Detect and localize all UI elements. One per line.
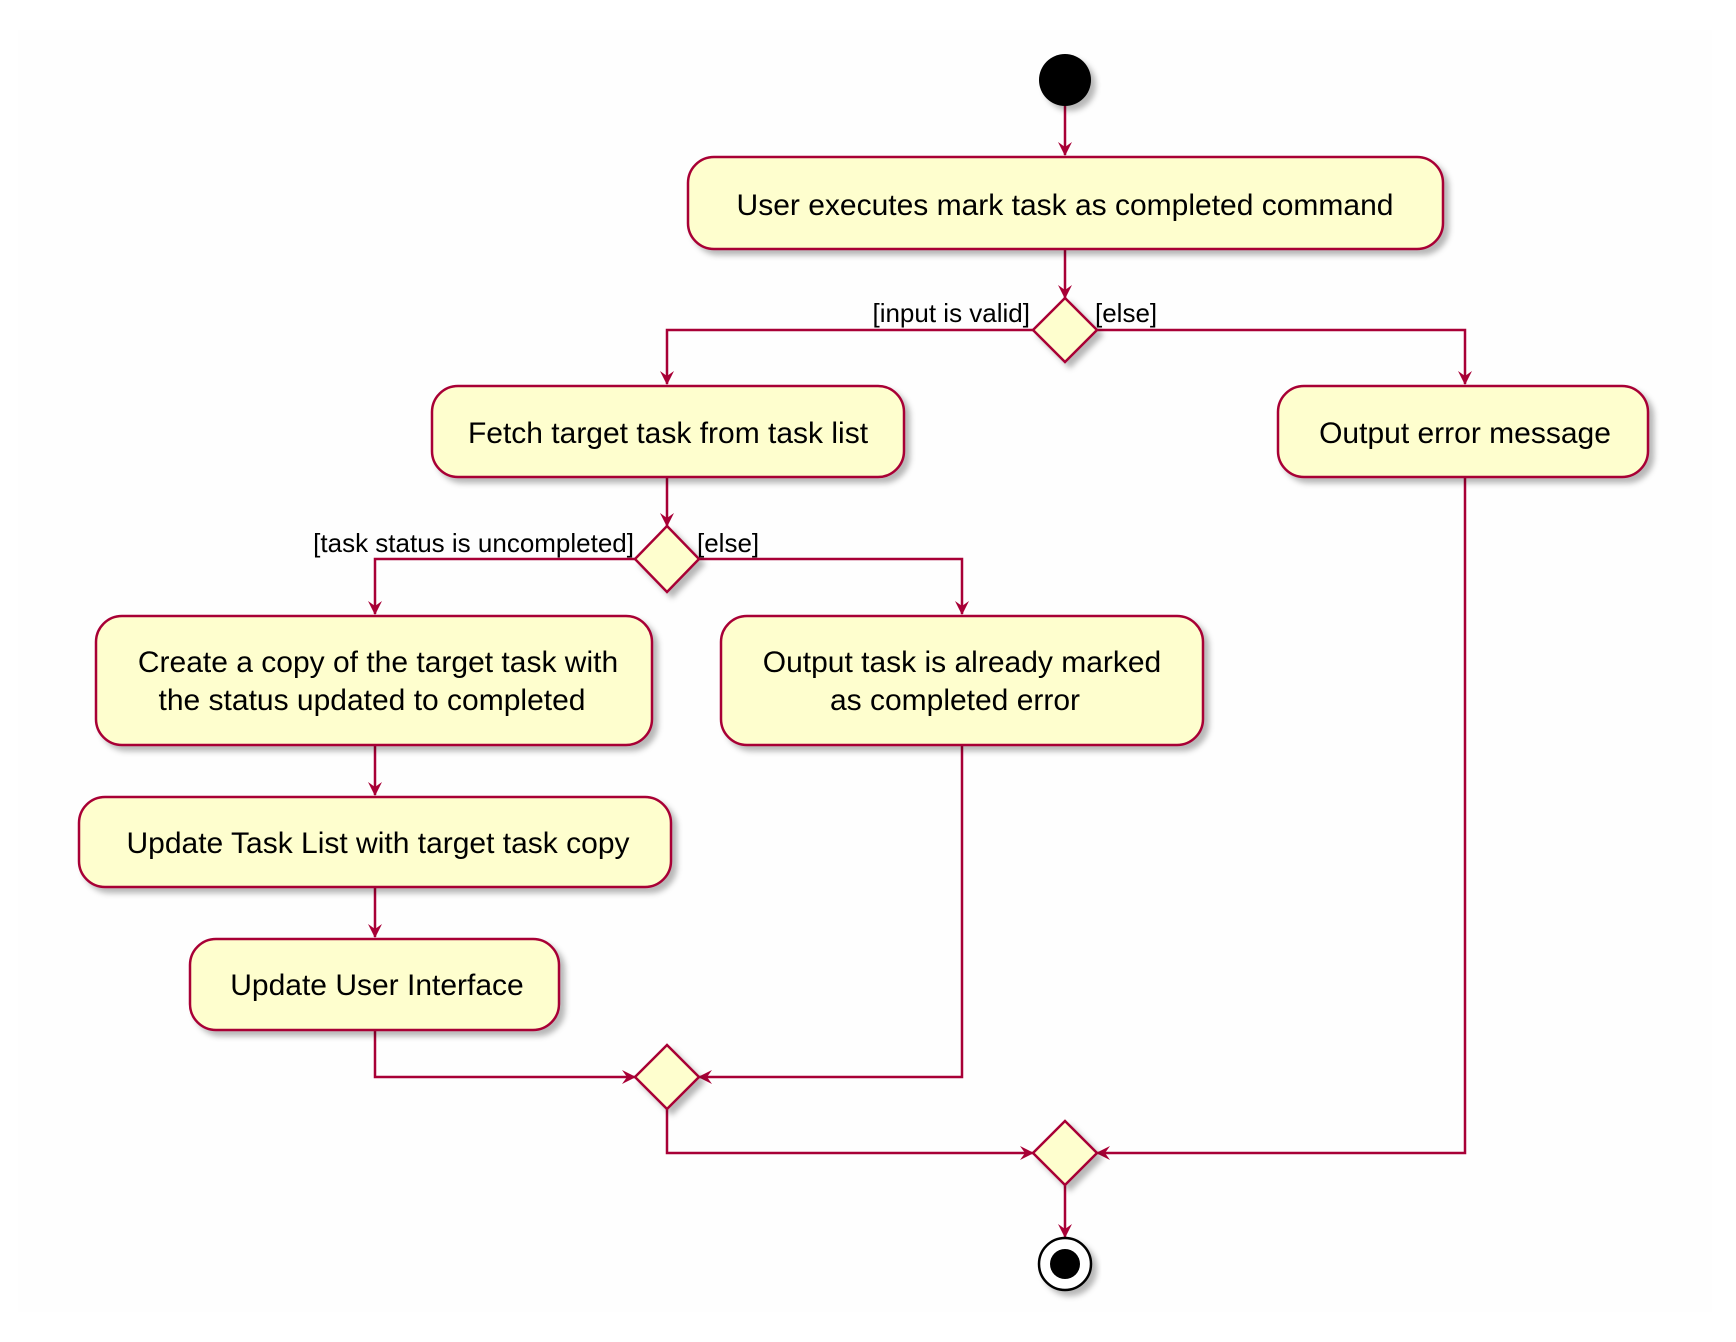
action-create-task-copy-label-line1: Create a copy of the target task with — [138, 646, 618, 679]
guard-status-uncompleted: [task status is uncompleted] — [313, 528, 634, 558]
guard-status-else: [else] — [697, 528, 759, 558]
action-update-user-interface — [188, 937, 561, 1032]
flow-edge — [660, 328, 1033, 385]
action-execute-command-label: User executes mark task as completed com… — [737, 189, 1394, 222]
decision-input-valid — [1031, 296, 1099, 364]
action-output-already-marked — [719, 614, 1205, 747]
start-node — [1039, 54, 1091, 106]
action-output-error-message-label: Output error message — [1319, 417, 1611, 450]
action-output-already-marked-label-line2: as completed error — [830, 684, 1080, 717]
merge-node-inner — [633, 1043, 701, 1111]
flow-edge — [665, 1109, 1034, 1160]
merge-node-outer — [1031, 1119, 1099, 1187]
flow-edge — [1096, 477, 1467, 1160]
end-node — [1037, 1236, 1093, 1292]
flow-edge — [373, 1030, 636, 1084]
action-create-task-copy-label-line2: the status updated to completed — [159, 684, 586, 717]
flow-edge — [1097, 328, 1472, 385]
action-output-error-message — [1276, 384, 1650, 479]
action-fetch-target-task — [430, 384, 906, 479]
flow-edge — [368, 557, 635, 615]
guard-input-else: [else] — [1095, 298, 1157, 328]
action-create-task-copy — [94, 614, 654, 747]
action-fetch-target-task-label: Fetch target task from task list — [468, 417, 869, 450]
action-update-user-interface-label: Update User Interface — [230, 969, 523, 1002]
decision-task-status — [633, 524, 701, 594]
flow-edge — [699, 557, 969, 615]
action-output-already-marked-label-line1: Output task is already marked — [763, 646, 1162, 679]
guard-input-valid: [input is valid] — [872, 298, 1030, 328]
action-update-task-list-label: Update Task List with target task copy — [126, 827, 629, 860]
action-update-task-list — [77, 795, 673, 889]
action-execute-command — [686, 155, 1445, 251]
flow-edge — [698, 745, 964, 1084]
